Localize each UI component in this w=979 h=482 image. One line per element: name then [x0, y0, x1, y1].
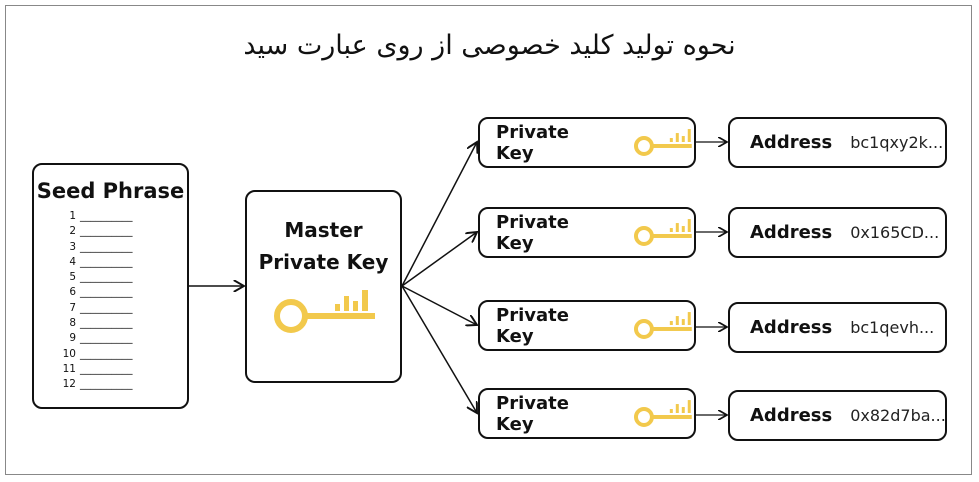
address-label: Address — [750, 132, 833, 153]
private-key-box: Private Key — [478, 388, 696, 439]
address-value: bc1qxy2k... — [850, 133, 944, 152]
address-label: Address — [750, 405, 833, 426]
key-icon — [634, 218, 693, 246]
key-icon — [634, 399, 693, 427]
private-key-box: Private Key — [478, 117, 696, 168]
word-number: 11 — [62, 362, 76, 375]
seed-phrase-box: Seed Phrase 1 __________ 2 __________ 3 _____… — [32, 163, 189, 409]
private-key-label: Private Key — [496, 121, 569, 164]
seed-word-row: 11 __________ — [62, 362, 187, 377]
key-icon — [634, 311, 693, 339]
address-label: Address — [750, 317, 833, 338]
word-number: 7 — [69, 301, 76, 314]
seed-word-row: 10 __________ — [62, 347, 187, 362]
word-blank: __________ — [80, 301, 133, 314]
word-number: 3 — [69, 240, 76, 253]
seed-word-row: 6 __________ — [62, 285, 187, 300]
private-key-label: Private Key — [496, 392, 569, 435]
word-number: 8 — [69, 317, 76, 330]
address-value: 0x165CD... — [850, 223, 940, 242]
seed-phrase-title: Seed Phrase — [36, 179, 185, 203]
word-number: 4 — [69, 255, 76, 268]
seed-word-row: 7 __________ — [62, 301, 187, 316]
word-number: 5 — [69, 271, 76, 284]
word-blank: __________ — [80, 286, 133, 299]
private-key-box: Private Key — [478, 207, 696, 258]
seed-word-row: 12 __________ — [62, 377, 187, 392]
arrow-master-to-key-1 — [401, 142, 477, 287]
word-blank: __________ — [80, 255, 133, 268]
word-number: 1 — [69, 210, 76, 222]
word-number: 2 — [69, 225, 76, 238]
key-icon — [634, 128, 693, 156]
seed-word-row: 2 __________ — [62, 224, 187, 239]
seed-word-row: 1 __________ — [62, 209, 187, 224]
address-value: bc1qevh... — [850, 318, 935, 337]
word-number: 9 — [69, 332, 76, 345]
private-key-label: Private Key — [496, 304, 569, 347]
word-blank: __________ — [80, 317, 133, 330]
seed-word-row: 3 __________ — [62, 240, 187, 255]
address-box: Address 0x165CD... — [728, 207, 947, 258]
address-label: Address — [750, 222, 833, 243]
master-label-line2: Private Key — [258, 250, 389, 274]
word-number: 12 — [62, 378, 76, 391]
word-blank: __________ — [80, 378, 133, 391]
address-value: 0x82d7ba... — [850, 406, 946, 425]
key-icon — [273, 290, 375, 333]
word-number: 6 — [69, 286, 76, 299]
seed-word-row: 4 __________ — [62, 255, 187, 270]
seed-word-list: 1 __________ 2 __________ 3 __________ 4 ______… — [62, 209, 187, 393]
word-blank: __________ — [80, 362, 133, 375]
address-box: Address bc1qxy2k... — [728, 117, 947, 168]
address-box: Address 0x82d7ba... — [728, 390, 947, 441]
seed-word-row: 9 __________ — [62, 331, 187, 346]
word-number: 10 — [62, 347, 76, 360]
seed-word-row: 8 __________ — [62, 316, 187, 331]
arrow-master-to-key-2 — [401, 232, 477, 287]
word-blank: __________ — [80, 225, 133, 238]
seed-word-row: 5 __________ — [62, 270, 187, 285]
private-key-box: Private Key — [478, 300, 696, 351]
master-label-line1: Master — [284, 218, 363, 242]
word-blank: __________ — [80, 347, 133, 360]
word-blank: __________ — [80, 210, 133, 222]
word-blank: __________ — [80, 240, 133, 253]
diagram-title: نحوه تولید کلید خصوصی از روی عبارت سید — [243, 30, 736, 61]
word-blank: __________ — [80, 332, 133, 345]
arrow-master-to-key-3 — [401, 285, 477, 325]
private-key-label: Private Key — [496, 211, 569, 254]
arrow-master-to-key-4 — [401, 285, 477, 413]
address-box: Address bc1qevh... — [728, 302, 947, 353]
frame-border — [5, 5, 972, 475]
word-blank: __________ — [80, 271, 133, 284]
